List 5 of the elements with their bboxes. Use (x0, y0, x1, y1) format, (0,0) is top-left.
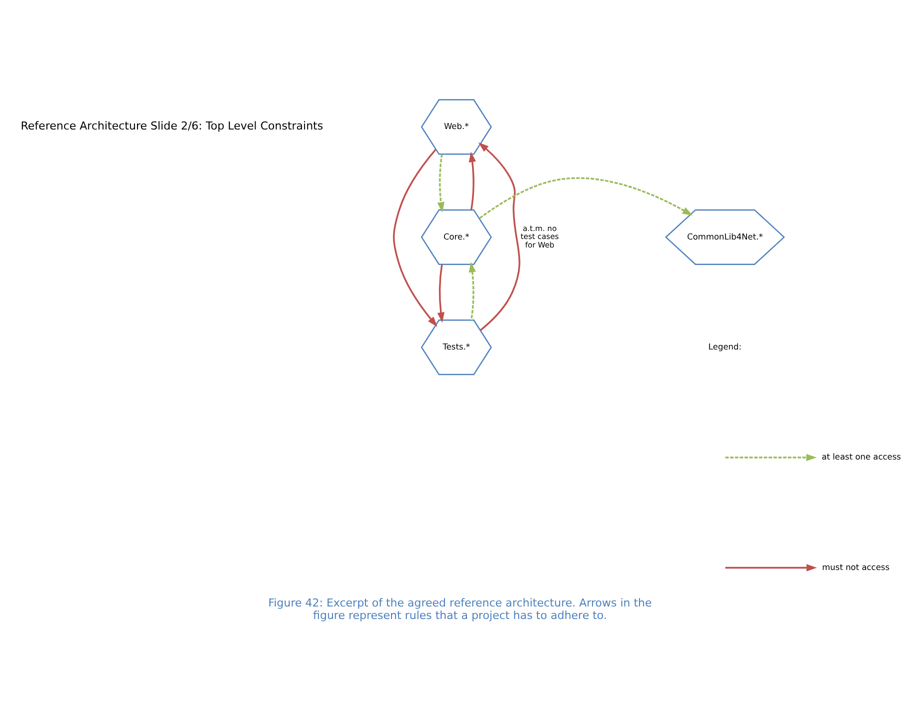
legend-label: at least one access (822, 451, 901, 462)
legend-label: must not access (822, 561, 890, 572)
caption: Figure 42: Excerpt of the agreed reference architecture. Arrows in the figure represent rules that a project has to adhere to. (268, 596, 652, 622)
diagram-title: Reference Architecture Slide 2/6: Top Level Constraints (20, 119, 324, 132)
label: Legend: (708, 340, 742, 351)
